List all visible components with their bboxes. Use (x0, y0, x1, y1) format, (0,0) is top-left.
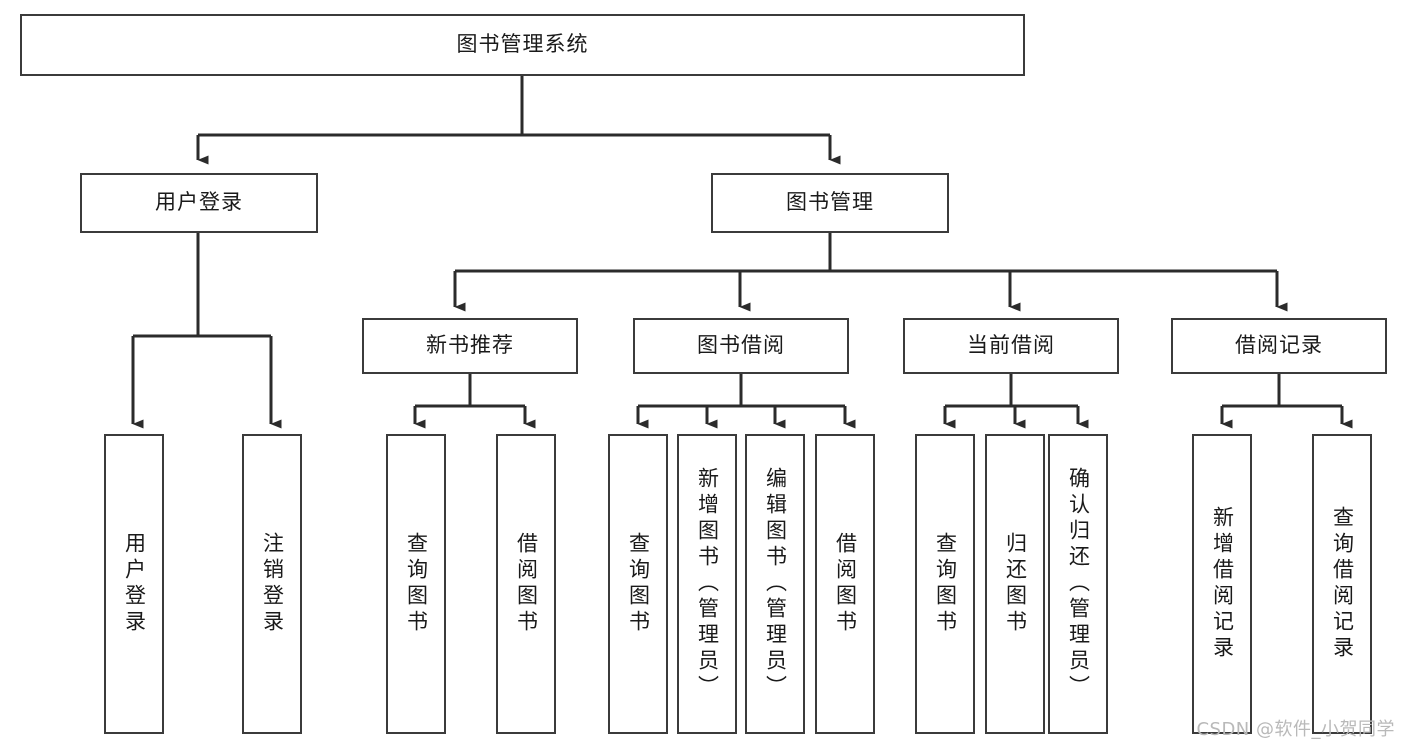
node-current-borrow-label: 当前借阅 (967, 333, 1055, 358)
node-root[interactable]: 图书管理系统 (20, 14, 1025, 76)
node-book-borrow[interactable]: 图书借阅 (633, 318, 849, 374)
leaf-user-login-logout[interactable]: 注销登录 (242, 434, 302, 734)
leaf-label: 确认归还（管理员） (1066, 467, 1091, 701)
leaf-label: 查询图书 (404, 532, 429, 636)
node-user-login-label: 用户登录 (155, 190, 243, 215)
leaf-label: 借阅图书 (833, 532, 858, 636)
leaf-borrow-borrow-book[interactable]: 借阅图书 (815, 434, 875, 734)
node-new-book-recommend[interactable]: 新书推荐 (362, 318, 578, 374)
leaf-label: 注销登录 (260, 532, 285, 636)
leaf-record-query[interactable]: 查询借阅记录 (1312, 434, 1372, 734)
node-current-borrow[interactable]: 当前借阅 (903, 318, 1119, 374)
node-new-book-recommend-label: 新书推荐 (426, 333, 514, 358)
node-book-management[interactable]: 图书管理 (711, 173, 949, 233)
leaf-label: 新增图书（管理员） (695, 467, 720, 701)
leaf-new-book-borrow[interactable]: 借阅图书 (496, 434, 556, 734)
node-borrow-record[interactable]: 借阅记录 (1171, 318, 1387, 374)
leaf-borrow-edit-book[interactable]: 编辑图书（管理员） (745, 434, 805, 734)
leaf-record-add[interactable]: 新增借阅记录 (1192, 434, 1252, 734)
leaf-label: 查询图书 (933, 532, 958, 636)
watermark: CSDN @软件_小贺同学 (1196, 719, 1395, 740)
leaf-label: 查询借阅记录 (1330, 506, 1355, 662)
leaf-user-login-login[interactable]: 用户登录 (104, 434, 164, 734)
node-borrow-record-label: 借阅记录 (1235, 333, 1323, 358)
node-user-login[interactable]: 用户登录 (80, 173, 318, 233)
leaf-new-book-query[interactable]: 查询图书 (386, 434, 446, 734)
leaf-label: 新增借阅记录 (1210, 506, 1235, 662)
node-root-label: 图书管理系统 (456, 32, 589, 57)
leaf-label: 编辑图书（管理员） (763, 467, 788, 701)
leaf-label: 借阅图书 (514, 532, 539, 636)
leaf-current-return-book[interactable]: 归还图书 (985, 434, 1045, 734)
leaf-current-query-book[interactable]: 查询图书 (915, 434, 975, 734)
node-book-borrow-label: 图书借阅 (697, 333, 785, 358)
leaf-label: 归还图书 (1003, 532, 1028, 636)
node-book-management-label: 图书管理 (786, 190, 874, 215)
leaf-borrow-query-book[interactable]: 查询图书 (608, 434, 668, 734)
leaf-label: 查询图书 (626, 532, 651, 636)
leaf-borrow-add-book[interactable]: 新增图书（管理员） (677, 434, 737, 734)
leaf-current-confirm-return[interactable]: 确认归还（管理员） (1048, 434, 1108, 734)
leaf-label: 用户登录 (122, 532, 147, 636)
